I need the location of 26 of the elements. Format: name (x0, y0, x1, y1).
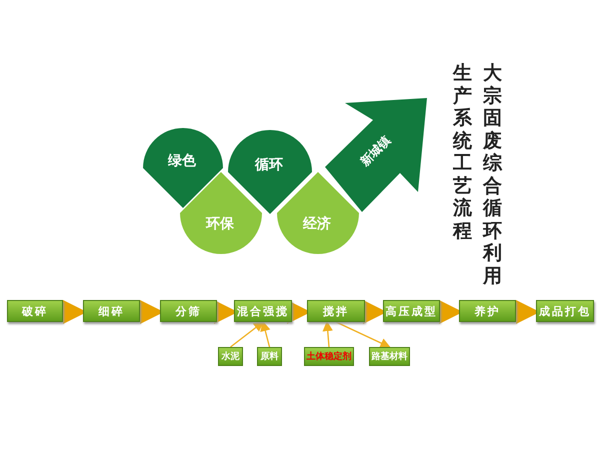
leaf-label: 绿色 (168, 152, 196, 170)
process-box: 细碎 (83, 300, 140, 322)
process-box: 分筛 (160, 300, 217, 322)
leaf-shape (228, 130, 312, 214)
leaf-shape (180, 172, 262, 254)
process-box: 破碎 (7, 300, 63, 322)
leaf-shape (143, 128, 223, 208)
input-box: 土体稳定剂 (304, 347, 354, 366)
input-box: 原料 (257, 347, 282, 366)
leader-arrow (336, 321, 391, 348)
input-box: 水泥 (218, 347, 243, 366)
arrow-label: 新城镇 (357, 132, 394, 170)
process-box: 混合强搅 (234, 300, 292, 322)
leaf-label: 经济 (303, 215, 331, 233)
leader-arrow (230, 321, 264, 348)
title: 大宗固废综合循环利用生产系统工艺流程 (452, 62, 502, 287)
process-box: 高压成型 (383, 300, 440, 322)
leader-arrow (260, 320, 270, 348)
leaf-label: 环保 (206, 215, 234, 233)
input-box: 路基材料 (369, 347, 410, 366)
leader-arrow (322, 320, 333, 348)
leaf-label: 循环 (255, 156, 283, 174)
leaf-shape (277, 172, 359, 254)
process-box: 成品打包 (536, 300, 594, 322)
process-box: 养护 (459, 300, 516, 322)
process-box: 搅拌 (307, 300, 365, 322)
